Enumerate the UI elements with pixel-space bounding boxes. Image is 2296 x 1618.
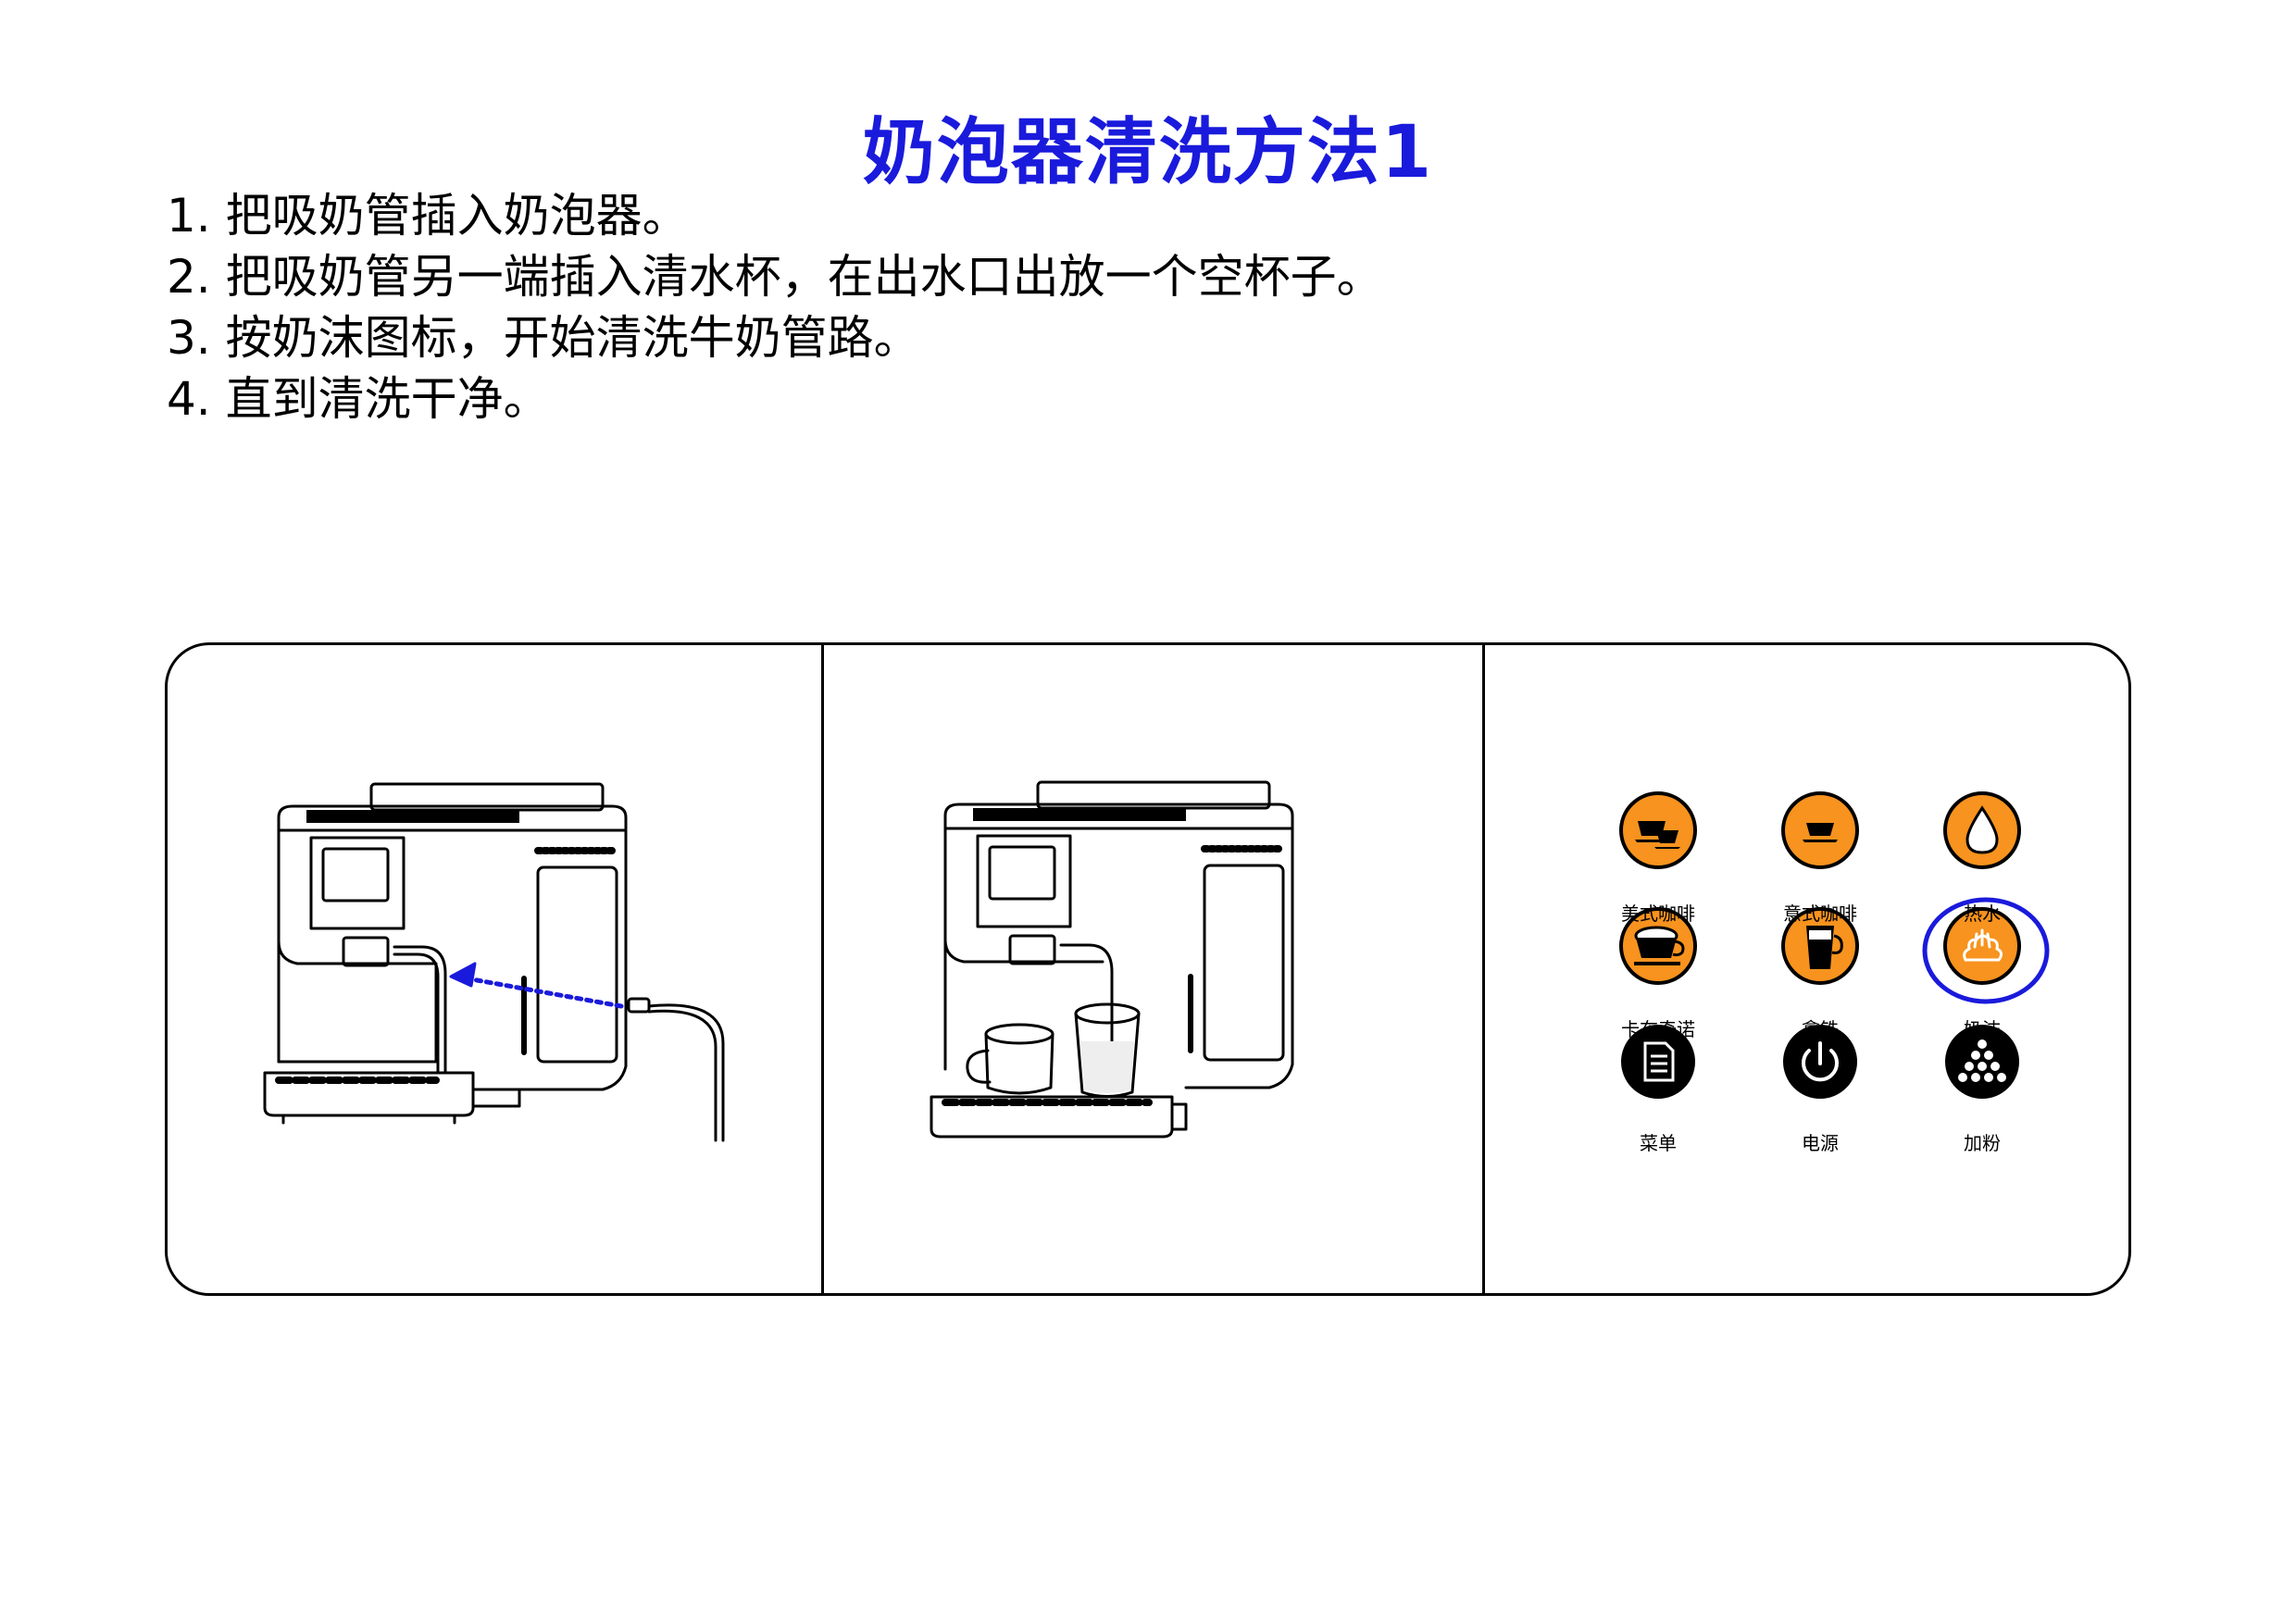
espresso-cup-icon <box>1803 823 1838 842</box>
control-panel-illustration <box>1619 791 2050 1099</box>
machine-side-panel <box>536 865 618 1064</box>
powder-beans-icon <box>1958 1039 2006 1082</box>
panel-divider-1 <box>821 645 824 1293</box>
milk-foam-icon <box>1963 928 2003 962</box>
insert-direction-arrow <box>454 974 624 1009</box>
instruction-list: 1. 把吸奶管插入奶泡器。 2. 把吸奶管另一端插入清水杯，在出水口出放一个空杯… <box>167 185 1383 429</box>
step-4: 4. 直到清洗干净。 <box>167 372 550 426</box>
coffee-spout <box>342 936 390 967</box>
power-button <box>1783 1025 1857 1099</box>
drip-tray <box>263 1071 475 1117</box>
empty-cup <box>984 1023 1054 1045</box>
button-label-latte: 拿铁 <box>1802 1018 1839 1040</box>
button-label-milk-foam: 奶沫 <box>1964 1018 2001 1040</box>
button-label-add-powder: 加粉 <box>1964 1132 2001 1154</box>
button-label-cappuccino: 卡布奇诺 <box>1621 1018 1695 1040</box>
machine-display <box>321 847 390 902</box>
illustration-panel: 美式咖啡 意式咖啡 热水 卡布奇诺 拿铁 奶沫 菜单 电源 加粉 <box>165 642 2131 1296</box>
milk-tube-connector <box>627 997 651 1014</box>
water-glass <box>1074 1002 1141 1025</box>
coffee-machine-tube-insert-illustration <box>263 782 725 1142</box>
button-label-americano: 美式咖啡 <box>1621 902 1695 925</box>
americano-button <box>1619 791 1697 869</box>
panel-divider-2 <box>1482 645 1485 1293</box>
highlight-circle <box>1922 897 2050 1004</box>
step-1: 1. 把吸奶管插入奶泡器。 <box>167 189 689 243</box>
cappuccino-cup-icon <box>1634 926 1685 965</box>
americano-cup-icon <box>1635 821 1680 849</box>
hot-water-button <box>1943 791 2021 869</box>
latte-glass-icon <box>1806 926 1843 969</box>
coffee-machine-cups-illustration <box>930 780 1294 1139</box>
button-label-power: 电源 <box>1802 1132 1839 1154</box>
milk-foam-button <box>1922 897 2050 1004</box>
button-label-menu: 菜单 <box>1640 1132 1677 1154</box>
machine-top <box>277 804 628 832</box>
step-2: 2. 把吸奶管另一端插入清水杯，在出水口出放一个空杯子。 <box>167 250 1383 304</box>
step-3: 3. 按奶沫图标，开始清洗牛奶管路。 <box>167 311 920 365</box>
espresso-button <box>1781 791 1859 869</box>
page-title: 奶泡器清洗方法1 <box>862 111 1434 194</box>
latte-button <box>1781 907 1859 985</box>
menu-document-icon <box>1643 1041 1675 1082</box>
add-powder-button <box>1945 1025 2019 1099</box>
cappuccino-button <box>1619 907 1697 985</box>
button-label-hot-water: 热水 <box>1964 902 2001 925</box>
menu-button <box>1621 1025 1695 1099</box>
water-drop-icon <box>1965 805 1999 854</box>
power-icon <box>1802 1041 1839 1082</box>
machine-display-housing <box>309 836 406 930</box>
button-label-espresso: 意式咖啡 <box>1783 902 1857 925</box>
